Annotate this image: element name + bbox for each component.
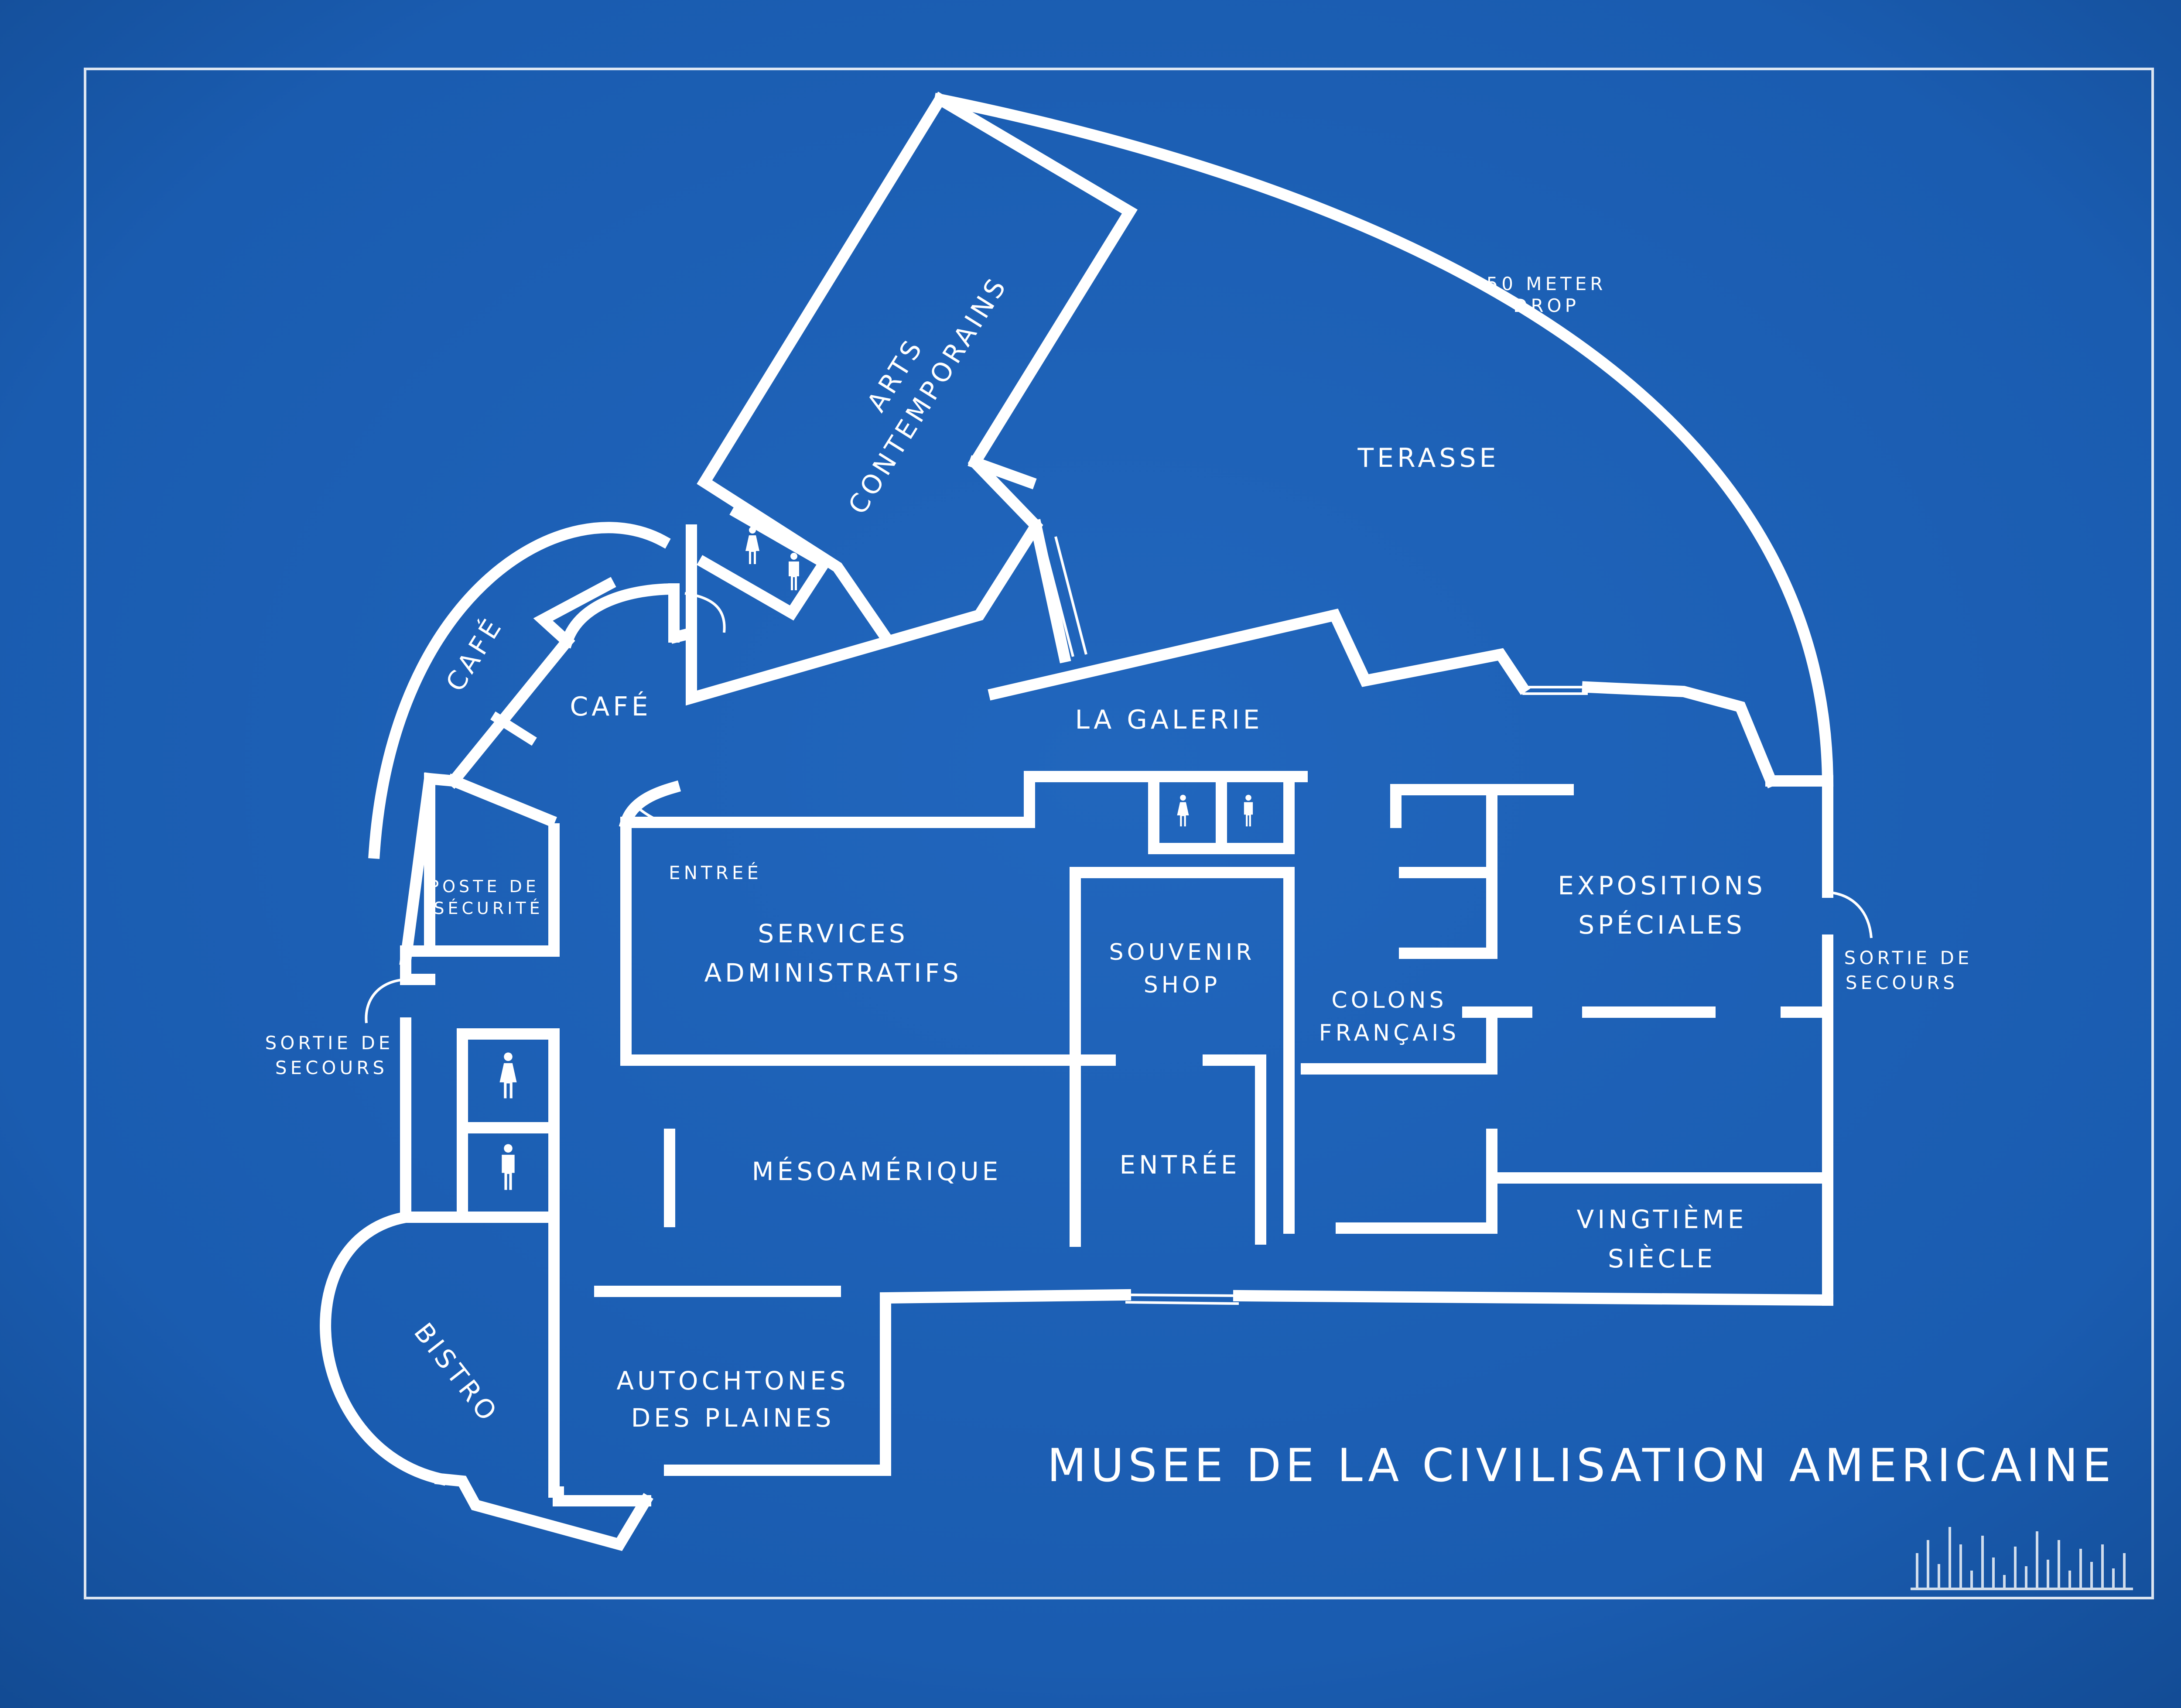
galerie-north-wall — [988, 608, 1531, 701]
securite-north — [446, 774, 557, 828]
arts-wing-west — [697, 92, 948, 645]
arts-corridor-wall — [1029, 519, 1071, 664]
sortie-left-line2: SECOURS — [275, 1057, 388, 1078]
vingtieme-west-wall — [1336, 1129, 1497, 1234]
mesoamerique-label: MÉSOAMÉRIQUE — [752, 1156, 1002, 1186]
scale-ticks — [1911, 1527, 2133, 1590]
plan-title: MUSEE DE LA CIVILISATION AMERICAINE — [1047, 1439, 2116, 1492]
entree-small-label: ENTREÉ — [669, 862, 762, 883]
services-south-wall — [620, 817, 1081, 1066]
arts-wing-notch — [967, 455, 1037, 489]
east-exit-door-swing — [1827, 891, 1873, 938]
sortie-right-line2: SECOURS — [1846, 972, 1958, 993]
la-galerie-label: LA GALERIE — [1075, 705, 1263, 735]
expo-west-wall — [1399, 784, 1497, 959]
bistro-curve — [320, 1210, 448, 1486]
services-north-wall — [620, 771, 1308, 828]
expositions-line2: SPÉCIALES — [1578, 910, 1746, 940]
cafe-door-jamb — [669, 628, 692, 644]
south-wall-east — [1233, 1290, 1834, 1306]
services-door-arc — [619, 780, 681, 830]
south-entrance-glazing — [1125, 1294, 1239, 1305]
west-exit-door-swing — [365, 978, 406, 1023]
cafe-inner-label: CAFÉ — [570, 691, 651, 722]
services-line1: SERVICES — [758, 919, 908, 948]
poste-securite-line2: SÉCURITÉ — [434, 899, 543, 918]
south-wall-west — [880, 1289, 1132, 1476]
colons-line1: COLONS — [1331, 987, 1447, 1013]
cafe-diagonal — [445, 633, 575, 789]
vingtieme-line2: SIÈCLE — [1608, 1243, 1716, 1273]
cafe-inner-curve — [560, 583, 680, 649]
colons-line2: FRANÇAIS — [1319, 1020, 1460, 1046]
autochtones-line1: AUTOCHTONES — [616, 1366, 849, 1396]
cafe-outer-curve — [368, 522, 671, 859]
entree-small-door-swing — [631, 801, 681, 828]
sortie-left-line1: SORTIE DE — [265, 1032, 394, 1054]
vingtieme-line1: VINGTIÈME — [1577, 1204, 1747, 1234]
terrace-outer-wall — [933, 92, 1834, 787]
drop-note-line2: DROP — [1513, 295, 1579, 316]
expositions-line1: EXPOSITIONS — [1558, 871, 1766, 900]
entree-main-label: ENTRÉE — [1119, 1150, 1240, 1180]
services-line2: ADMINISTRATIFS — [704, 958, 962, 988]
bistro-south-wall — [434, 1472, 653, 1551]
souvenir-line1: SOUVENIR — [1109, 939, 1255, 965]
autochtones-line2: DES PLAINES — [631, 1403, 835, 1433]
drop-note-line1: 50 METER — [1487, 273, 1607, 294]
arts-corridor-window — [1041, 536, 1087, 657]
terasse-label: TERASSE — [1357, 443, 1500, 473]
souvenir-line2: SHOP — [1144, 972, 1220, 998]
cafe-inner-corner — [533, 577, 616, 650]
galerie-north-wall-east — [1582, 681, 1778, 788]
arts-restroom-box — [697, 505, 833, 621]
poste-securite-line1: POSTE DE — [429, 877, 540, 896]
door-swings — [365, 536, 1873, 1305]
cafe-divider-mark — [490, 711, 537, 746]
cafe-west-wall-lower — [399, 772, 436, 966]
galerie-window — [1522, 686, 1588, 695]
sortie-right-line1: SORTIE DE — [1844, 947, 1973, 969]
walls — [320, 92, 1834, 1551]
cafe-door-swing — [684, 592, 726, 633]
drawing-frame — [84, 68, 2154, 1599]
souvenir-east-wall — [1070, 867, 1295, 1234]
